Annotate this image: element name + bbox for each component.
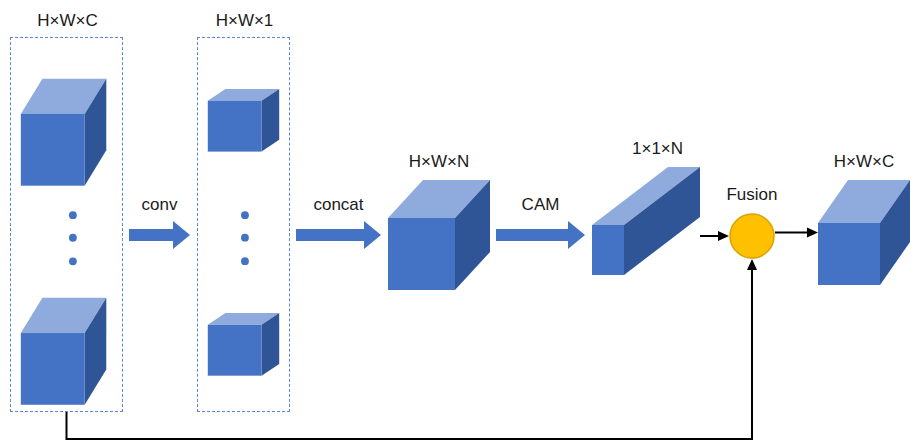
weight-vector: 1×1×N: [592, 167, 700, 277]
connector-line: [700, 235, 720, 237]
connector: [129, 221, 190, 249]
connector: [496, 221, 585, 249]
shape-heading: H×W×C: [37, 11, 97, 31]
shape-art: [11, 38, 122, 411]
concat-cube: H×W×N: [388, 180, 490, 290]
block-arrow: [129, 221, 190, 249]
shape-art: [388, 180, 490, 290]
shape-art: [818, 180, 910, 285]
arrow-head: [807, 228, 818, 238]
shape-art: [729, 213, 775, 259]
connector-line: [67, 268, 753, 439]
shape-art: [592, 167, 700, 277]
shape-heading: H×W×1: [216, 11, 274, 31]
shape-art: [198, 38, 289, 411]
output-cube: H×W×C: [818, 180, 910, 285]
connector-line: [775, 232, 809, 234]
arrow-head: [718, 231, 729, 241]
feature-group: H×W×C: [10, 37, 123, 412]
edge-label: conv: [142, 195, 178, 215]
connector: [775, 228, 818, 238]
map-group: H×W×1: [197, 37, 290, 412]
edge-label: concat: [313, 195, 363, 215]
edge-label: CAM: [522, 195, 560, 215]
connector: [296, 221, 381, 249]
shape-heading: 1×1×N: [632, 139, 683, 159]
shape-heading: Fusion: [726, 185, 777, 205]
fusion-circle: Fusion: [729, 213, 775, 259]
arrow-head: [747, 259, 757, 270]
block-arrow: [496, 221, 585, 249]
block-arrow: [296, 221, 381, 249]
shape-heading: H×W×N: [409, 152, 469, 172]
connector: [700, 231, 729, 241]
shape-heading: H×W×C: [834, 152, 894, 172]
